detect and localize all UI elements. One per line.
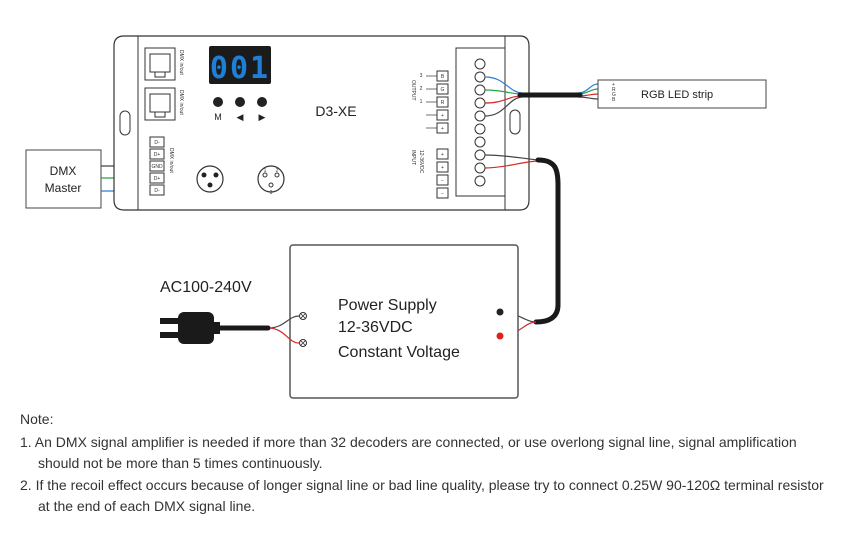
xlr-connector-female: 1 2 3 — [257, 165, 285, 196]
display-digits: 001 — [210, 51, 270, 86]
rj45-label-1: DMX in/out — [178, 50, 184, 75]
output-terminal-label: R — [441, 100, 445, 106]
dmx-terminal-label: GND — [151, 164, 163, 170]
rj45-port-1: DMX in/out — [144, 47, 184, 81]
psu-line3: Constant Voltage — [338, 344, 460, 361]
psu-negative-terminal — [496, 308, 504, 316]
mode-button-label: M — [214, 112, 222, 122]
dmx-master: DMX Master — [25, 149, 102, 209]
control-buttons: M ◀ ▶ — [213, 97, 267, 122]
mounting-slot-left — [119, 110, 131, 136]
model-name: D3-XE — [315, 103, 356, 119]
led-strip-pin: + — [612, 82, 615, 88]
right-button-label: ▶ — [259, 112, 266, 122]
right-button[interactable] — [257, 97, 267, 107]
input-label: INPUT — [410, 150, 416, 165]
input-terminal-block: INPUT 12-36VDC + + − − — [410, 148, 449, 199]
dmx-master-line1: DMX — [50, 164, 77, 178]
psu-line2: 12-36VDC — [338, 319, 413, 336]
output-terminal-block: OUTPUT 3 2 1 B G R + + — [410, 70, 449, 134]
rgb-led-strip: + R G B RGB LED strip — [597, 79, 767, 109]
xlr-pin-label: 2 — [276, 168, 279, 174]
left-button[interactable] — [235, 97, 245, 107]
led-strip-pin: B — [612, 97, 616, 103]
ac-terminal-2 — [299, 339, 307, 347]
notes-title: Note: — [20, 411, 54, 427]
input-terminal-label: − — [441, 191, 444, 197]
left-button-label: ◀ — [237, 112, 244, 122]
output-channel-number: 3 — [420, 73, 423, 79]
led-strip-label: RGB LED strip — [641, 89, 713, 101]
ac-wires — [267, 315, 300, 344]
led-strip-pin: R — [612, 87, 616, 93]
rj45-port-2: DMX in/out — [144, 87, 184, 121]
output-terminal-label: + — [441, 126, 444, 132]
screw-terminals — [474, 58, 486, 187]
xlr-connector-male — [196, 165, 224, 193]
xlr-pin-label: 3 — [270, 190, 273, 196]
output-channel-number: 2 — [420, 86, 423, 92]
wiring-diagram: DMX Master DMX in/out DMX in/out — [25, 35, 767, 399]
dmx-terminal-label: D- — [154, 188, 160, 194]
power-input-wires — [484, 154, 539, 169]
decoder-body — [113, 35, 530, 211]
led-strip-pin: G — [612, 92, 616, 98]
ac-plug-icon — [160, 312, 220, 344]
input-terminal-label: + — [441, 152, 444, 158]
dmx-terminal-label: D+ — [154, 176, 161, 182]
output-terminal-label: B — [441, 74, 445, 80]
rj45-label-2: DMX in/out — [178, 90, 184, 115]
power-cable — [533, 157, 561, 325]
power-supply: Power Supply 12-36VDC Constant Voltage — [289, 244, 519, 399]
output-terminal-label: + — [441, 113, 444, 119]
note-item-1: 1. An DMX signal amplifier is needed if … — [20, 434, 797, 471]
dmx-master-line2: Master — [45, 181, 82, 195]
output-label: OUTPUT — [410, 80, 416, 101]
input-voltage-label: 12-36VDC — [418, 150, 424, 174]
segment-display: 001 — [209, 46, 271, 86]
dmx-terminal-label: D- — [154, 140, 160, 146]
output-terminal-label: G — [441, 87, 445, 93]
output-channel-number: 1 — [420, 99, 423, 105]
notes-section: Note: 1. An DMX signal amplifier is need… — [20, 408, 830, 517]
psu-positive-terminal — [496, 332, 504, 340]
ac-voltage-label: AC100-240V — [160, 279, 252, 296]
input-terminal-label: + — [441, 165, 444, 171]
xlr-pin-label: 1 — [264, 168, 267, 174]
dmx-terminal-block: D- D+ GND D+ D- DMX in/out — [149, 136, 174, 196]
ac-terminal-1 — [299, 312, 307, 320]
mounting-slot-right — [509, 109, 521, 135]
dmx-vertical-label: DMX in/out — [168, 148, 174, 173]
mode-button[interactable] — [213, 97, 223, 107]
note-item-2: 2. If the recoil effect occurs because o… — [20, 477, 824, 514]
input-terminal-label: − — [441, 178, 444, 184]
psu-line1: Power Supply — [338, 297, 437, 314]
dmx-terminal-label: D+ — [154, 152, 161, 158]
